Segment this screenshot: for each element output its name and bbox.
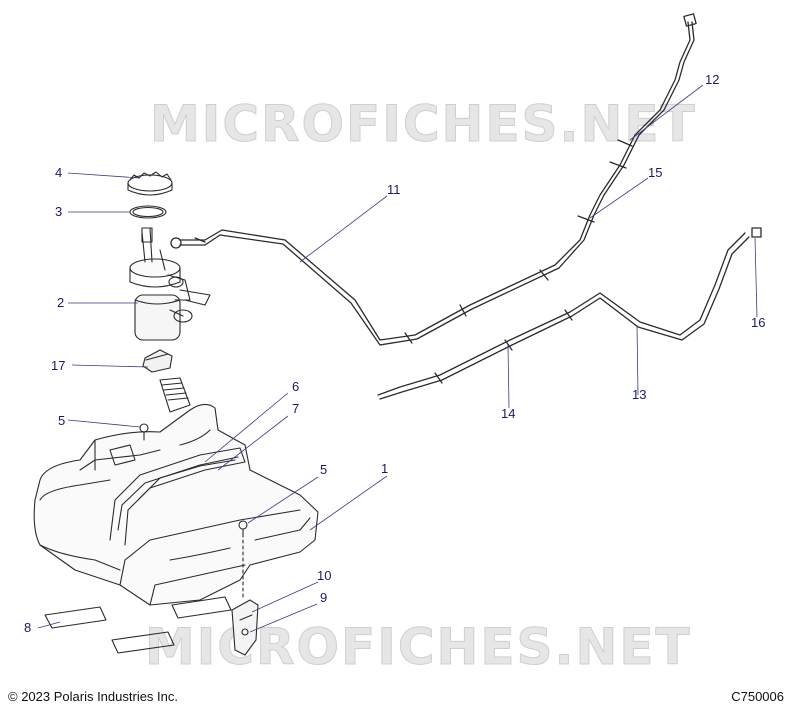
pad-drawing (44, 596, 232, 654)
lock-ring-drawing (127, 171, 173, 196)
callout-3[interactable]: 3 (55, 204, 63, 219)
callout-4[interactable]: 4 (55, 165, 63, 180)
callout-2[interactable]: 2 (57, 295, 65, 310)
tank-straps-drawing (109, 447, 246, 546)
callout-6[interactable]: 6 (292, 379, 300, 394)
callout-10[interactable]: 10 (317, 568, 332, 583)
copyright-text: © 2023 Polaris Industries Inc. (8, 689, 178, 704)
callout-5-lower[interactable]: 5 (320, 462, 328, 477)
callout-9[interactable]: 9 (320, 590, 328, 605)
callout-12[interactable]: 12 (705, 72, 720, 87)
fuel-pump-drawing (129, 227, 211, 341)
diagram-code: C750006 (731, 689, 784, 704)
callout-5-upper[interactable]: 5 (58, 413, 66, 428)
filler-neck-drawing (159, 377, 191, 413)
vent-line-drawing (377, 227, 762, 400)
callout-16[interactable]: 16 (751, 315, 766, 330)
callout-11[interactable]: 11 (387, 182, 401, 197)
filler-cap-drawing (142, 349, 173, 373)
callout-17[interactable]: 17 (51, 358, 66, 373)
bracket-drawing (231, 599, 259, 656)
fuel-supply-line-drawing (170, 13, 697, 346)
leader-lines (37, 84, 758, 633)
fuel-tank-drawing (33, 403, 319, 606)
callout-7[interactable]: 7 (292, 401, 300, 416)
callout-13[interactable]: 13 (632, 387, 647, 402)
fastener-drawing (139, 423, 248, 538)
callout-14[interactable]: 14 (501, 406, 516, 421)
callout-8[interactable]: 8 (24, 620, 32, 635)
callout-15[interactable]: 15 (648, 165, 663, 180)
callout-1[interactable]: 1 (381, 461, 389, 476)
